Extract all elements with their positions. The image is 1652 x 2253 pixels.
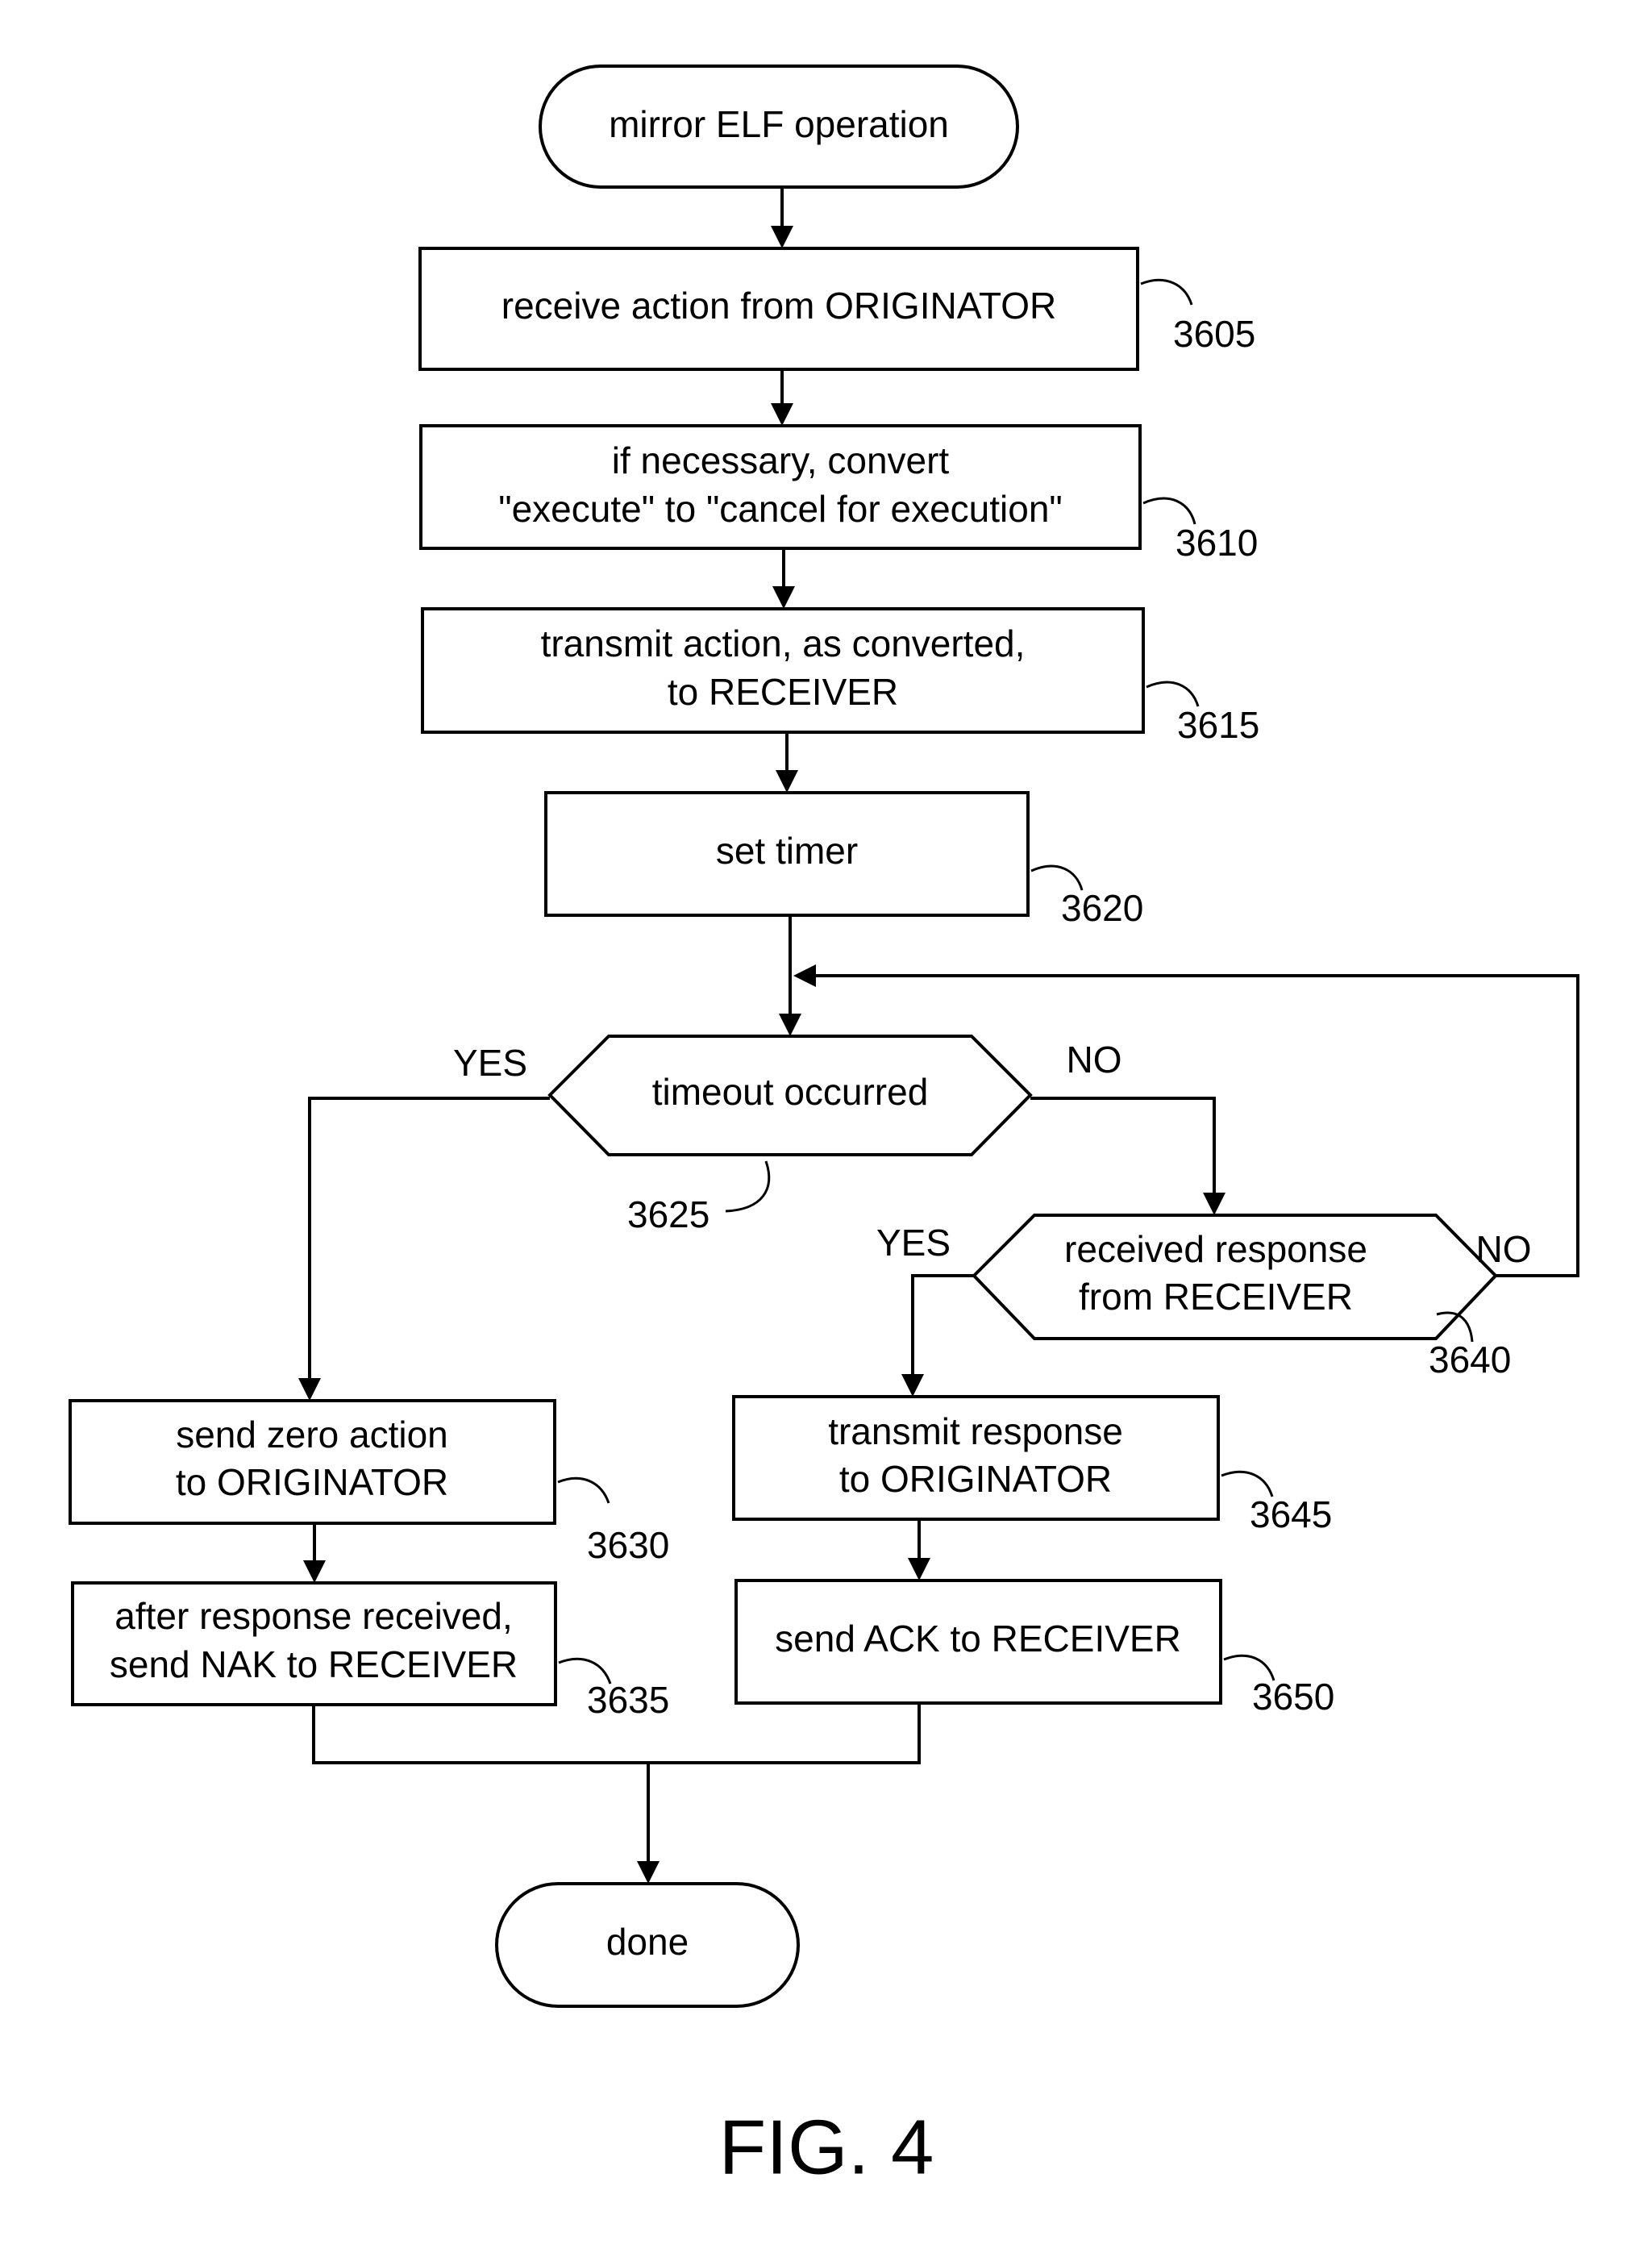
step-3620-box: set timer	[544, 791, 1030, 917]
decision-3640-yes-label: YES	[876, 1222, 951, 1264]
step-3630-box: send zero action to ORIGINATOR	[69, 1399, 556, 1525]
step-3605-box: receive action from ORIGINATOR	[418, 247, 1139, 371]
step-3605-line-1: receive action from ORIGINATOR	[501, 285, 1056, 327]
decision-3625-yes-label: YES	[453, 1042, 527, 1084]
connector-3625-yes-3630	[308, 1097, 550, 1380]
ref-3625-leader	[725, 1160, 771, 1213]
step-3635-box: after response received, send NAK to REC…	[71, 1581, 557, 1706]
step-3620-line-1: set timer	[716, 830, 858, 872]
ref-3640: 3640	[1429, 1339, 1511, 1381]
step-3615-box: transmit action, as converted, to RECEIV…	[421, 607, 1145, 734]
step-3645-box: transmit response to ORIGINATOR	[732, 1395, 1220, 1521]
ref-3610-leader	[1142, 497, 1196, 525]
ref-3620: 3620	[1061, 887, 1143, 929]
ref-3635: 3635	[587, 1679, 669, 1721]
decision-3640-line-2: from RECEIVER	[1079, 1276, 1353, 1318]
ref-3605: 3605	[1173, 313, 1255, 355]
arrowhead-3625-no-3640	[1203, 1193, 1225, 1215]
arrowhead-3645-3650	[908, 1558, 930, 1580]
ref-3630: 3630	[587, 1524, 669, 1566]
step-3635-line-1: after response received,	[114, 1595, 513, 1637]
ref-3620-leader	[1030, 864, 1084, 891]
arrowhead-3615-3620	[776, 770, 798, 793]
arrowhead-3625-yes-3630	[298, 1378, 321, 1401]
arrowhead-3605-3610	[771, 403, 793, 426]
ref-3650-leader	[1223, 1654, 1275, 1681]
step-3650-box: send ACK to RECEIVER	[734, 1579, 1222, 1705]
ref-3645-leader	[1221, 1470, 1274, 1497]
decision-3640: received response from RECEIVER	[972, 1214, 1498, 1340]
ref-3615-leader	[1146, 681, 1200, 707]
start-label: mirror ELF operation	[609, 103, 949, 145]
ref-3640-leader	[1436, 1311, 1474, 1343]
step-3630-line-1: send zero action	[176, 1414, 448, 1455]
connectors	[298, 187, 1579, 1884]
ref-3605-leader	[1140, 278, 1193, 306]
end-terminator: done	[495, 1882, 800, 2008]
end-label: done	[606, 1921, 689, 1963]
decision-3625: timeout occurred	[547, 1035, 1033, 1156]
decision-3640-no-label: NO	[1476, 1228, 1532, 1270]
decision-3625-label: timeout occurred	[652, 1071, 929, 1113]
arrowhead-3610-3615	[772, 586, 795, 609]
step-3630-line-2: to ORIGINATOR	[176, 1461, 448, 1503]
connector-3640-no-loop	[814, 974, 1579, 1277]
decision-3625-no-label: NO	[1067, 1039, 1122, 1081]
connector-merge	[312, 1703, 921, 1764]
step-3645-line-1: transmit response	[828, 1410, 1123, 1452]
ref-3630-leader	[557, 1476, 610, 1504]
step-3635-line-2: send NAK to RECEIVER	[110, 1643, 518, 1685]
connector-3625-no-3640	[1030, 1097, 1216, 1194]
ref-3615: 3615	[1177, 704, 1259, 746]
ref-3625: 3625	[627, 1193, 709, 1235]
step-3650-line-1: send ACK to RECEIVER	[775, 1618, 1181, 1660]
ref-3645: 3645	[1250, 1493, 1332, 1535]
arrowhead-merge-done	[637, 1861, 660, 1884]
start-terminator: mirror ELF operation	[539, 65, 1019, 189]
step-3645-line-2: to ORIGINATOR	[839, 1458, 1112, 1500]
figure-label: FIG. 4	[719, 2104, 934, 2190]
arrowhead-3620-3625	[779, 1014, 801, 1036]
arrowhead-3640-no-loop	[793, 964, 816, 987]
ref-3635-leader	[558, 1657, 612, 1685]
step-3615-line-2: to RECEIVER	[668, 671, 898, 713]
ref-3610: 3610	[1176, 522, 1258, 564]
arrowhead-3630-3635	[303, 1560, 326, 1583]
arrowhead-3640-yes-3645	[901, 1374, 924, 1397]
ref-3650: 3650	[1252, 1676, 1334, 1718]
step-3610-line-2: "execute" to "cancel for execution"	[498, 488, 1062, 530]
step-3610-line-1: if necessary, convert	[612, 439, 950, 481]
connector-3640-yes-3645	[911, 1274, 974, 1376]
arrowhead-start-3605	[771, 226, 793, 248]
decision-3640-line-1: received response	[1064, 1228, 1367, 1270]
step-3610-box: if necessary, convert "execute" to "canc…	[419, 424, 1142, 550]
step-3615-line-1: transmit action, as converted,	[541, 623, 1026, 664]
